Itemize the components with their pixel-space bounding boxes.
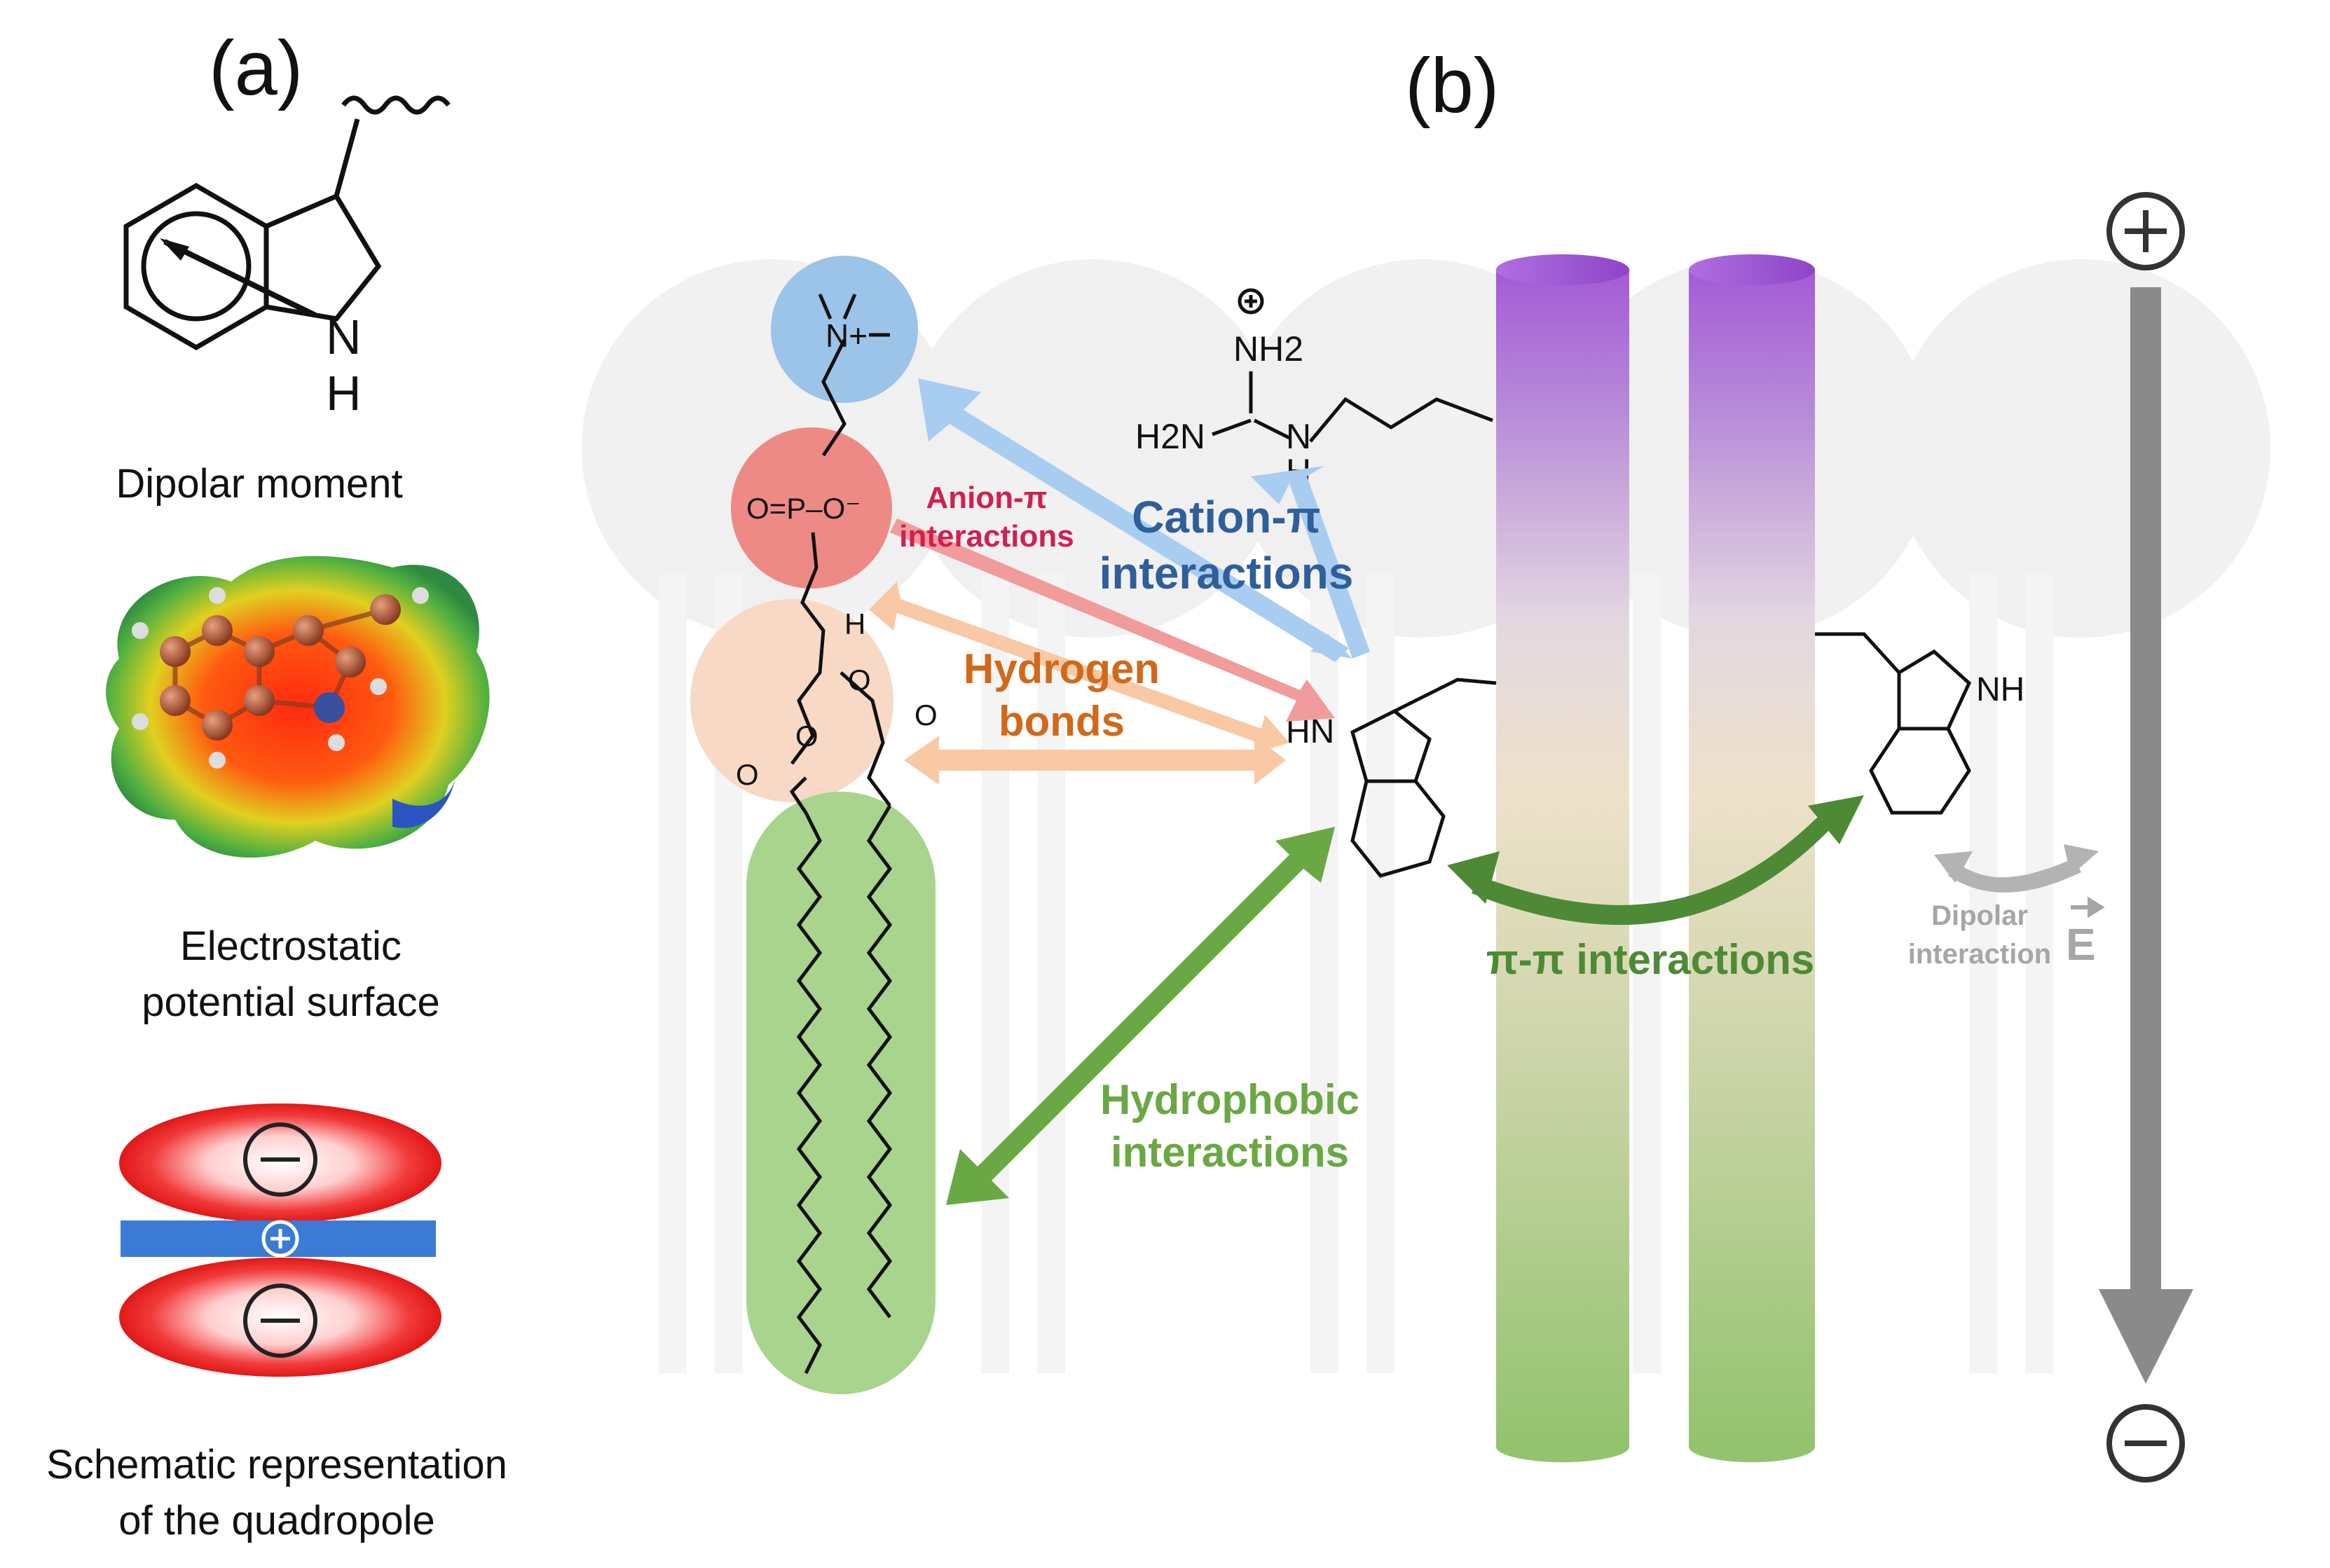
caption-quad-line2: of the quadropole [118, 1498, 434, 1543]
tryptophan-1 [1350, 678, 1497, 878]
pi-pi-arrow [1447, 795, 1864, 926]
dipolar-label-2: interaction [1908, 939, 2051, 970]
anion-pi-label-2: interactions [899, 519, 1074, 553]
lipid-headgroup [690, 256, 936, 1394]
field-vector-arrow [2071, 896, 2105, 919]
indole-h-label: H [326, 366, 362, 420]
caption-quad-line1: Schematic representation [46, 1442, 507, 1487]
hbond-arrows [869, 582, 1289, 785]
arg-nh2-top: NH2 [1233, 329, 1303, 369]
hydrophobic-arrow [946, 827, 1335, 1205]
indole-dipole-structure [123, 95, 451, 351]
ester-o2-label: O [914, 699, 938, 731]
cation-pi-label-2: interactions [1099, 548, 1354, 598]
indole-n-label: N [326, 310, 362, 364]
ester-o1-label: O [848, 663, 871, 696]
plus-icon [2106, 192, 2185, 270]
field-label: E [2066, 919, 2096, 970]
quadrupole-schematic [119, 1103, 441, 1377]
arg-n: N [1286, 417, 1311, 456]
choline-group [771, 256, 918, 403]
minus-icon [2106, 1404, 2185, 1483]
glycerol-h-label: H [844, 607, 865, 640]
ester-o4-label: O [736, 758, 759, 791]
arg-h2n: H2N [1135, 417, 1205, 456]
caption-esp-line2: potential surface [142, 979, 440, 1025]
caption-esp-line1: Electrostatic [180, 923, 402, 969]
esp-surface [106, 556, 490, 858]
choline-n-label: N+ [825, 317, 868, 354]
panel-b-label: (b) [1405, 43, 1499, 129]
dipolar-label-1: Dipolar [1931, 900, 2028, 931]
lipid-skeleton [789, 294, 893, 1375]
field-arrow [2099, 287, 2193, 1384]
tryptophan-2 [1815, 632, 1972, 815]
anion-pi-arrow [890, 518, 1335, 722]
glycerol-group [690, 599, 893, 802]
anion-pi-label-1: Anion-π [926, 481, 1048, 515]
trp2-nh: NH [1976, 671, 2024, 708]
phosphate-label: O=P–O⁻ [746, 492, 861, 525]
hydrophobic-tail-region [746, 792, 936, 1394]
ester-o3-label: O [795, 720, 818, 752]
hbond-label-1: Hydrogen [964, 645, 1160, 692]
helix-cylinder-1 [1496, 254, 1629, 1462]
hbond-label-2: bonds [999, 698, 1125, 745]
panel-a-label: (a) [209, 25, 303, 111]
arginine-side-chain [1212, 288, 1493, 443]
phosphate-group [731, 427, 892, 589]
caption-dipolar-moment: Dipolar moment [116, 461, 402, 507]
cation-pi-arrows [918, 378, 1370, 662]
hydrophobic-label-1: Hydrophobic [1100, 1076, 1359, 1123]
pi-pi-label: π-π interactions [1486, 936, 1815, 983]
cation-pi-label-1: Cation-π [1132, 492, 1320, 542]
hydrophobic-label-2: interactions [1111, 1129, 1349, 1176]
dipolar-arrow [1934, 844, 2099, 893]
